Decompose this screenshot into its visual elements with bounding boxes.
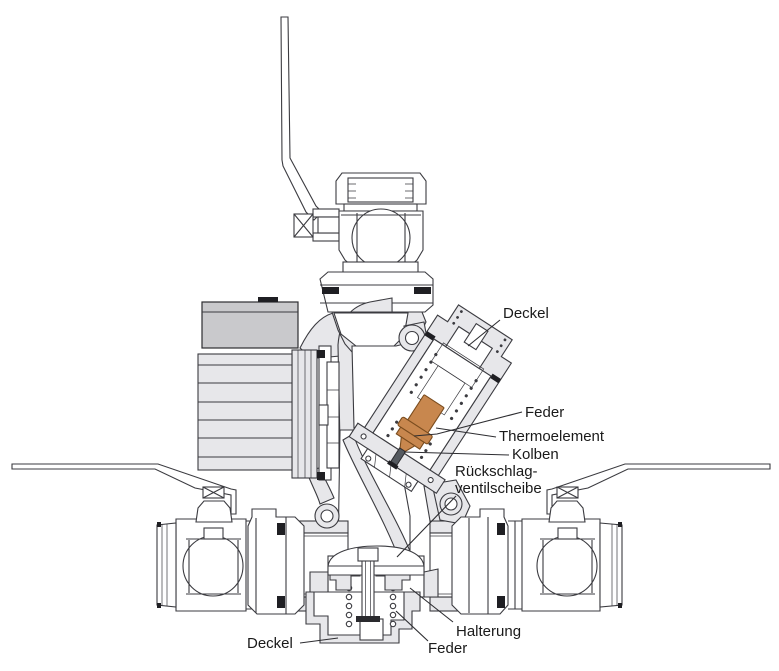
check-valve-assembly: [305, 545, 439, 644]
right-valve-stem: [556, 486, 579, 499]
thermostatic-cartridge: [348, 304, 513, 495]
leader-rueckschlagventilscheibe: [396, 495, 457, 558]
leader-kolben: [403, 451, 510, 456]
leader-halterung: [409, 587, 454, 623]
pump-plate-stack: [291, 349, 318, 479]
label-feder-bottom: Feder: [428, 640, 467, 657]
right-ball-valve: [451, 463, 771, 615]
top-ball-valve: [319, 172, 434, 313]
label-halterung: Halterung: [456, 623, 521, 640]
left-ball-valve: [11, 463, 305, 615]
pump-terminal-box: [201, 301, 299, 349]
label-kolben: Kolben: [512, 446, 559, 463]
piston: [387, 447, 407, 470]
right-valve-ball: [536, 535, 598, 597]
leader-deckel-top: [467, 319, 501, 347]
leader-deckel-bottom: [299, 637, 339, 644]
disc-stem: [356, 547, 380, 622]
left-union-nut: [247, 508, 305, 615]
label-rueckschlag-line2: ventilscheibe: [455, 480, 542, 497]
circulation-pump: [197, 297, 340, 481]
left-valve-ball: [182, 535, 244, 597]
label-rueckschlag-line1: Rückschlag-: [455, 463, 538, 480]
label-thermoelement: Thermoelement: [499, 428, 605, 445]
label-deckel-top: Deckel: [503, 305, 549, 322]
label-deckel-bottom: Deckel: [247, 635, 293, 652]
label-feder-top: Feder: [525, 404, 564, 421]
leader-thermoelement: [435, 427, 497, 438]
right-union-nut: [451, 508, 509, 615]
leader-feder-top: [413, 411, 523, 437]
pump-impeller: [326, 361, 340, 469]
top-ball-valve-handle: [280, 16, 340, 242]
pump-motor: [197, 353, 293, 471]
leader-feder-bottom: [395, 610, 429, 642]
top-valve-stem: [293, 213, 314, 238]
annotations: Deckel Feder Thermoelement Kolben Rücksc…: [247, 305, 605, 657]
top-valve-ball: [351, 208, 411, 268]
cartridge-spring: [386, 310, 507, 459]
thermoelement: [395, 394, 445, 453]
left-valve-stem: [202, 486, 225, 499]
